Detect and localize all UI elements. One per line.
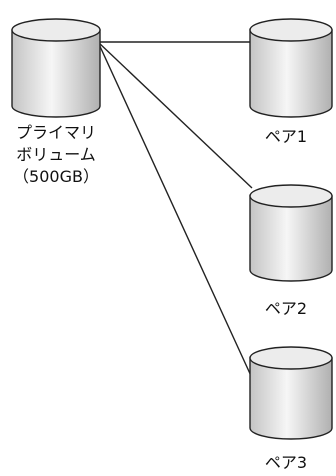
pair1-cylinder	[249, 18, 333, 118]
primary-label-line1: プライマリ	[15, 123, 96, 142]
pair2-label: ペア2	[264, 299, 308, 318]
primary-label-line2: ボリューム	[16, 145, 96, 164]
connector-pair2	[97, 41, 253, 189]
pair2-cylinder	[249, 184, 333, 282]
pair1-label: ペア1	[264, 127, 308, 146]
primary-label-line3: （500GB）	[13, 167, 99, 186]
pair3-label: ペア3	[264, 453, 308, 472]
connector-pair3	[97, 41, 253, 379]
pair3-cylinder	[249, 346, 333, 440]
primary-volume-label: プライマリ ボリューム （500GB）	[0, 122, 112, 188]
primary-volume-cylinder	[11, 18, 101, 118]
